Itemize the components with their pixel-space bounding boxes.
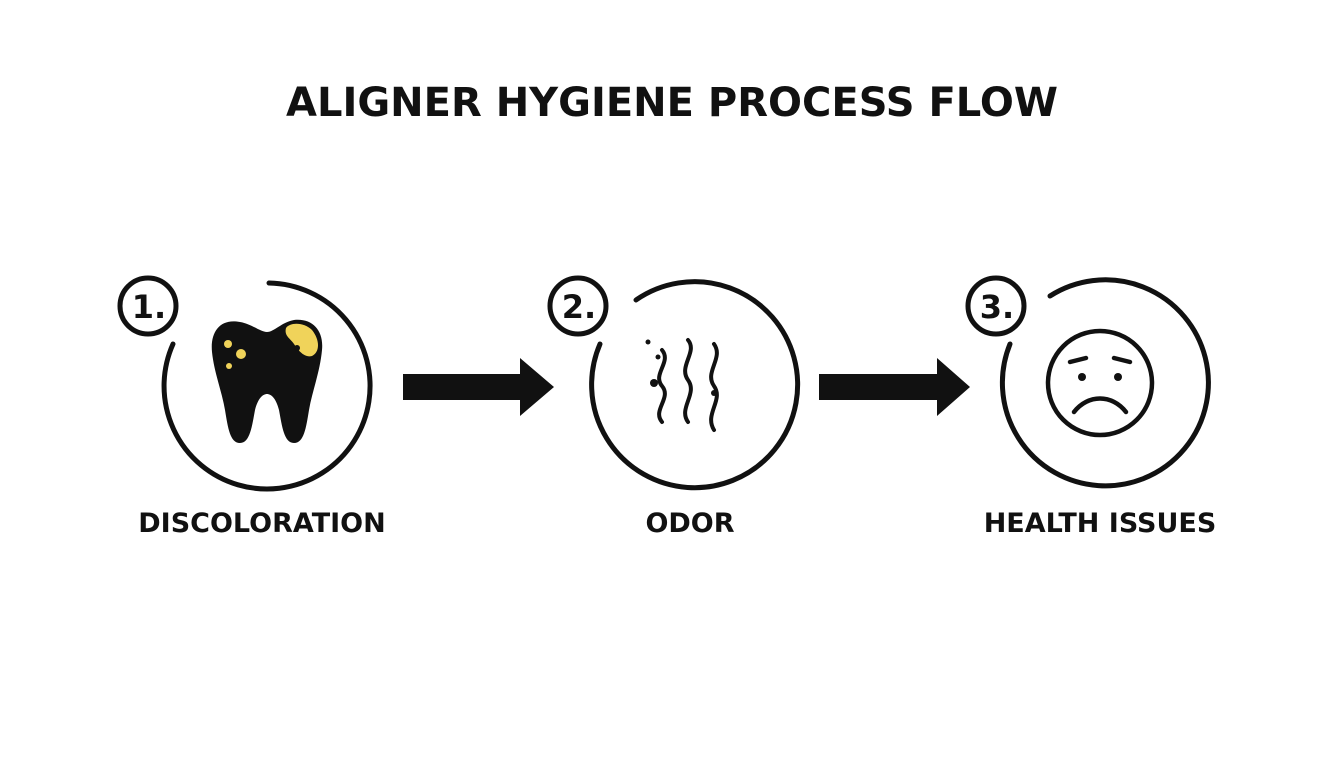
step-2-number: 2. bbox=[562, 288, 596, 326]
step-2: 2. bbox=[547, 275, 801, 491]
step-2-label: ODOR bbox=[645, 508, 735, 539]
step-3-ring bbox=[999, 277, 1211, 489]
step-1-number-badge: 1. bbox=[117, 275, 179, 337]
step-3-number: 3. bbox=[980, 288, 1014, 326]
stained-tooth-icon bbox=[211, 319, 323, 443]
odor-waves-icon bbox=[645, 338, 719, 432]
step-3-number-badge: 3. bbox=[965, 275, 1027, 337]
diagram-title: ALIGNER HYGIENE PROCESS FLOW bbox=[286, 80, 1058, 126]
arrow-1-to-2 bbox=[403, 358, 554, 416]
step-2-number-badge: 2. bbox=[547, 275, 609, 337]
step-1-number: 1. bbox=[132, 288, 166, 326]
step-1-label: DISCOLORATION bbox=[138, 508, 386, 539]
sad-face-icon bbox=[1045, 328, 1155, 438]
step-2-ring bbox=[589, 279, 801, 491]
step-3-label: HEALTH ISSUES bbox=[983, 508, 1217, 539]
step-3: 3. bbox=[965, 275, 1211, 489]
step-1: 1. bbox=[117, 275, 373, 492]
step-1-ring bbox=[161, 280, 373, 492]
arrow-2-to-3 bbox=[819, 358, 970, 416]
